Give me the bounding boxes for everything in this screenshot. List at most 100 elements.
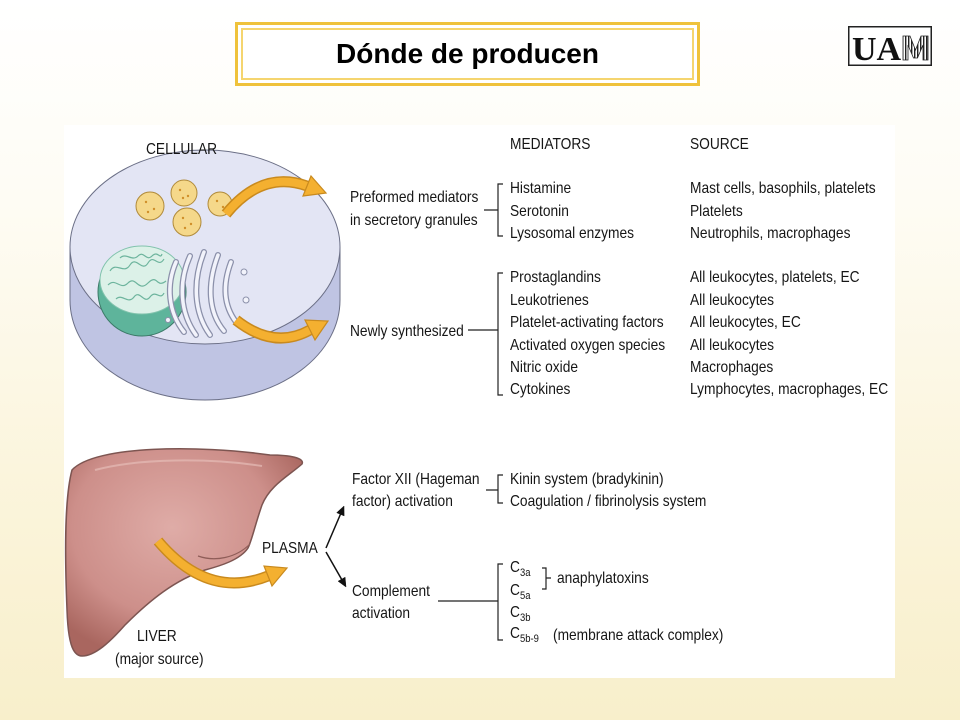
factor-xii-item: Kinin system (bradykinin) — [510, 470, 664, 488]
golgi-cisterna-lumen — [180, 254, 198, 337]
nucleus — [97, 245, 187, 337]
golgi-apparatus — [165, 249, 250, 338]
source-item: All leukocytes, EC — [690, 313, 801, 331]
chromatin — [107, 253, 167, 301]
slide-title: Dónde de producen — [336, 38, 599, 69]
category-labels-column: Preformed mediators in secretory granule… — [350, 188, 478, 340]
chromatin-strand — [115, 292, 165, 301]
granule-dot — [181, 196, 185, 200]
mediator-item: Platelet-activating factors — [510, 313, 664, 331]
source-item: Mast cells, basophils, platelets — [690, 179, 876, 197]
vesicle — [242, 296, 250, 304]
logo-letters: UA — [852, 31, 902, 66]
complement-letter: C — [510, 558, 520, 576]
preformed-label-line2: in secretory granules — [350, 211, 478, 229]
uam-logo: UA — [848, 26, 932, 68]
liver-label: LIVER — [137, 627, 177, 645]
arrow-head — [304, 319, 330, 342]
complement-subscript: 5b-9 — [520, 633, 539, 645]
synthesis-arrow — [232, 315, 330, 344]
liver-illustration — [64, 448, 304, 657]
cell-illustration — [69, 149, 341, 401]
complement-letter: C — [510, 624, 520, 642]
chromatin-strand — [107, 279, 167, 287]
source-item: All leukocytes, platelets, EC — [690, 268, 860, 286]
granule — [170, 179, 198, 207]
liver-major-source-label: (major source) — [115, 650, 204, 668]
membrane-attack-complex-label: (membrane attack complex) — [553, 626, 723, 644]
plasma-branch-arrows — [325, 505, 347, 588]
complement-bracket — [438, 563, 503, 641]
golgi-cisterna-lumen — [194, 250, 212, 337]
source-item: Platelets — [690, 202, 743, 220]
source-item: Lymphocytes, macrophages, EC — [690, 380, 888, 398]
arrow-head — [337, 576, 347, 588]
granule-dots — [144, 188, 225, 230]
plasma-label: PLASMA — [262, 539, 318, 557]
factor-xii-bracket — [486, 474, 503, 504]
brackets — [438, 183, 551, 641]
mac-label-group: (membrane attack complex) — [553, 626, 723, 644]
complement-subscript: 3b — [520, 612, 531, 624]
granule-dot — [189, 222, 193, 226]
arrow-body — [154, 538, 270, 587]
source-item: Macrophages — [690, 358, 773, 376]
mediator-item: Histamine — [510, 179, 571, 197]
complement-subscript: 3a — [520, 567, 531, 579]
arrow-head — [302, 174, 328, 197]
newly-synthesized-bracket — [468, 272, 503, 396]
mediator-item: Activated oxygen species — [510, 336, 665, 354]
logo-m-mark — [902, 35, 929, 61]
mediator-item: Prostaglandins — [510, 268, 601, 286]
liver-lobe-fold — [197, 543, 251, 560]
liver-sublabel-group: (major source) — [115, 650, 204, 668]
arrow-body — [233, 316, 312, 342]
source-column: SOURCE Mast cells, basophils, platelets … — [690, 135, 888, 398]
factor-xii-item: Coagulation / fibrinolysis system — [510, 492, 706, 510]
granule-dot — [186, 194, 190, 198]
arrow-to-complement — [325, 551, 343, 581]
complement-label-line1: Complement — [352, 582, 431, 600]
slide-title-box: Dónde de producen — [235, 22, 700, 86]
complement-label-line2: activation — [352, 604, 410, 622]
arrow-head — [336, 505, 345, 517]
complement-letter: C — [510, 581, 520, 599]
vesicle — [240, 268, 248, 276]
anaphylatoxins-bracket — [542, 567, 551, 590]
chromatin-strand — [119, 253, 163, 259]
uam-logo-graphic: UA — [848, 26, 932, 68]
liver-to-plasma-arrow — [153, 537, 289, 589]
mediators-header: MEDIATORS — [510, 135, 590, 153]
granule-dot — [215, 199, 219, 203]
anaphylatoxins-label: anaphylatoxins — [557, 569, 649, 587]
golgi-cisterna-lumen — [168, 260, 186, 334]
vesicle — [165, 317, 171, 323]
granule-dot — [181, 216, 185, 220]
granule-dot — [178, 188, 182, 192]
anaphylatoxins-label-group: anaphylatoxins — [557, 569, 649, 587]
arrow-head — [263, 565, 289, 588]
complement-subscripts: 3a 5a 3b 5b-9 — [520, 567, 539, 645]
newly-synthesized-label: Newly synthesized — [350, 322, 464, 340]
source-item: All leukocytes — [690, 336, 774, 354]
granule — [135, 191, 165, 221]
mediator-item: Leukotrienes — [510, 291, 589, 309]
chromatin-strand — [109, 258, 165, 272]
secretory-granules — [135, 179, 233, 237]
granule-release-arrow — [221, 174, 328, 218]
source-item: Neutrophils, macrophages — [690, 224, 850, 242]
liver-shape — [64, 448, 304, 657]
granule-dot — [146, 210, 150, 214]
granule-dot — [221, 205, 225, 209]
granule-dot — [144, 200, 148, 204]
source-header: SOURCE — [690, 135, 749, 153]
source-item: All leukocytes — [690, 291, 774, 309]
golgi-cisterna-lumen — [209, 253, 226, 333]
preformed-label-line1: Preformed mediators — [350, 188, 478, 206]
plasma-label-group: PLASMA — [262, 539, 318, 557]
preformed-bracket — [484, 183, 503, 237]
mediators-column: MEDIATORS Histamine Serotonin Lysosomal … — [510, 135, 706, 642]
plasma-category-labels-column: Factor XII (Hageman factor) activation C… — [352, 470, 480, 622]
golgi-cisterna-lumen — [223, 260, 238, 324]
